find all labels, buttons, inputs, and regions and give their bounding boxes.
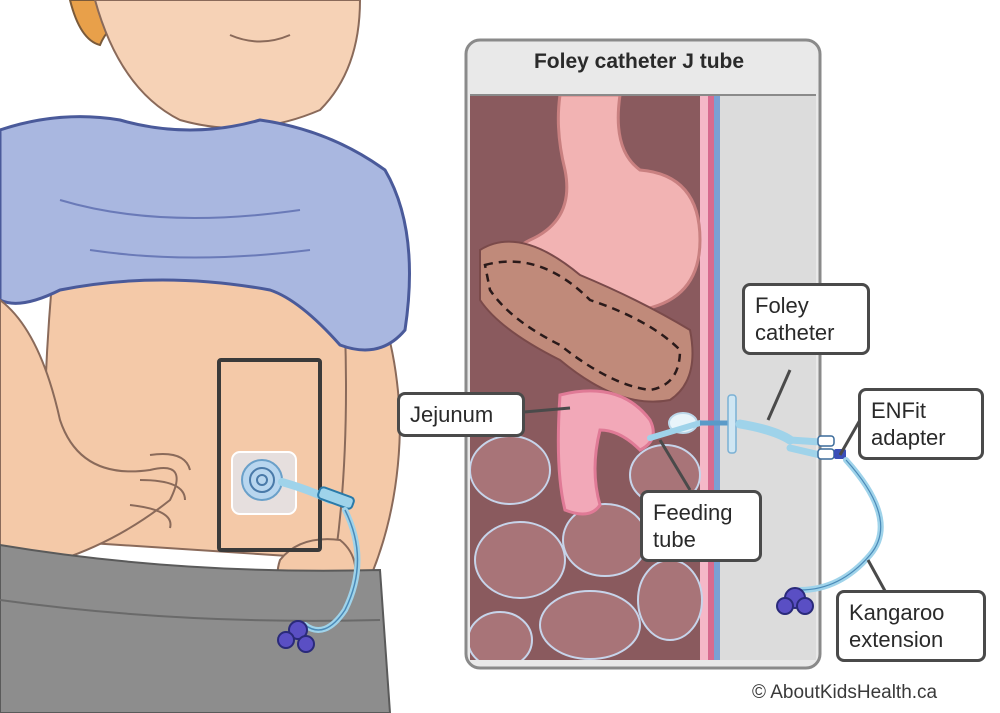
- label-kangaroo-extension-line2: extension: [849, 627, 944, 652]
- child-figure: [0, 0, 411, 713]
- label-feeding-tube-line2: tube: [653, 527, 696, 552]
- label-feeding-tube-line1: Feeding: [653, 500, 733, 525]
- label-enfit-adapter-line1: ENFit: [871, 398, 926, 423]
- label-enfit-adapter: ENFit adapter: [858, 388, 984, 460]
- label-kangaroo-extension-line1: Kangaroo: [849, 600, 945, 625]
- label-jejunum: Jejunum: [397, 392, 525, 437]
- label-kangaroo-extension: Kangaroo extension: [836, 590, 986, 662]
- external-tubing: [735, 419, 884, 615]
- label-enfit-adapter-line2: adapter: [871, 425, 946, 450]
- label-feeding-tube: Feeding tube: [640, 490, 762, 562]
- label-foley-catheter-line2: catheter: [755, 320, 835, 345]
- label-foley-catheter: Foley catheter: [742, 283, 870, 355]
- copyright-text: © AboutKidsHealth.ca: [752, 682, 938, 703]
- diagram-title: Foley catheter J tube: [533, 50, 745, 73]
- leader-lines: [523, 369, 892, 601]
- label-foley-catheter-line1: Foley: [755, 293, 809, 318]
- label-jejunum-text: Jejunum: [410, 402, 494, 427]
